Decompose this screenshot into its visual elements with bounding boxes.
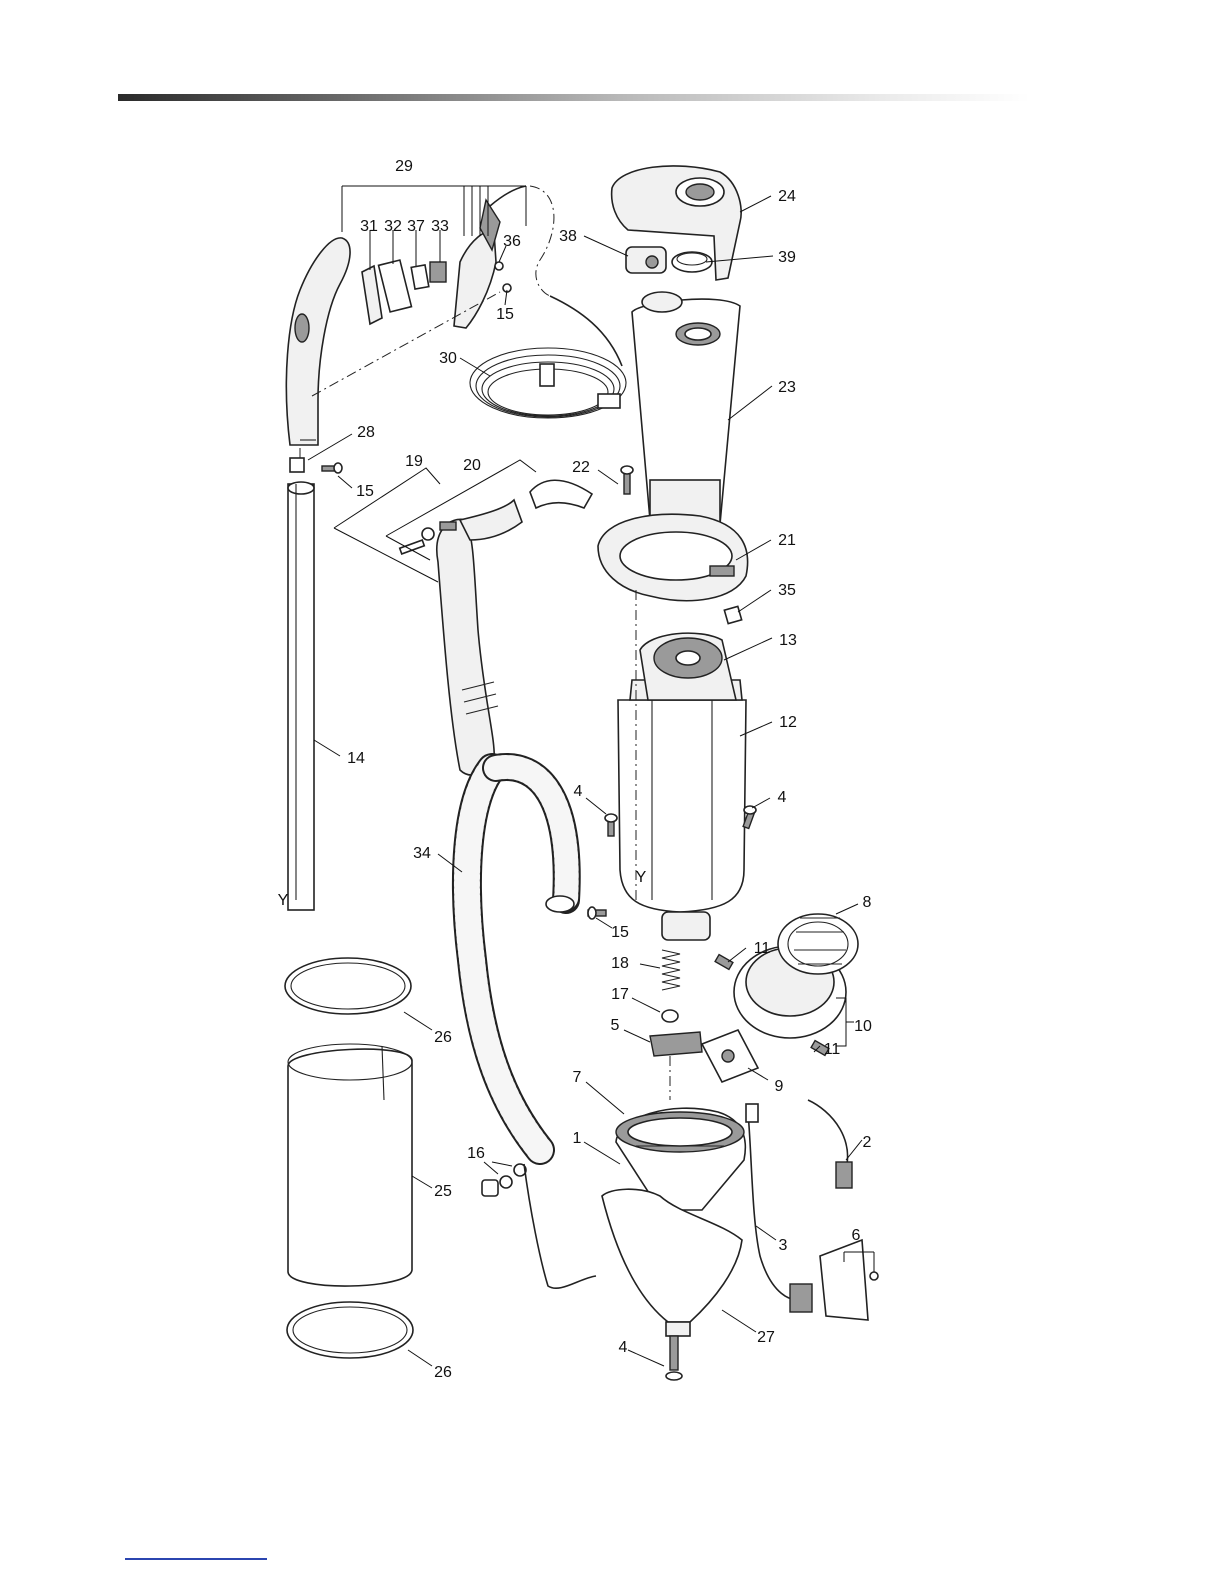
callout-5: 5 xyxy=(611,1017,620,1034)
callout-16: 16 xyxy=(467,1145,485,1162)
callout-31: 31 xyxy=(360,218,378,235)
switch-38-drawing xyxy=(626,247,712,273)
callout-36: 36 xyxy=(503,233,521,250)
callout-17: 17 xyxy=(611,986,629,1003)
callout-18: 18 xyxy=(611,955,629,972)
callout-26-upper: 26 xyxy=(434,1029,452,1046)
callout-28: 28 xyxy=(357,424,375,441)
handle-grip-drawing xyxy=(286,238,350,445)
callout-33: 33 xyxy=(431,218,449,235)
motor-housing-drawing xyxy=(618,590,746,940)
callout-11-lower: 11 xyxy=(824,1041,841,1058)
callout-39: 39 xyxy=(778,249,796,266)
callout-32: 32 xyxy=(384,218,402,235)
bag-housing-drawing xyxy=(632,292,740,524)
callout-38: 38 xyxy=(559,228,577,245)
callout-4-left: 4 xyxy=(574,783,583,800)
callout-14: 14 xyxy=(347,750,365,767)
hose-handle-drawing xyxy=(400,480,592,775)
callout-1: 1 xyxy=(573,1130,582,1147)
bag-ring-drawing xyxy=(598,514,748,623)
callout-13: 13 xyxy=(779,632,797,649)
callout-10: 10 xyxy=(854,1018,872,1035)
callout-37: 37 xyxy=(407,218,425,235)
callout-3: 3 xyxy=(779,1237,788,1254)
callout-12: 12 xyxy=(779,714,797,731)
callout-4-right: 4 xyxy=(778,789,787,806)
callout-11-upper: 11 xyxy=(754,940,771,957)
callout-26-lower: 26 xyxy=(434,1364,452,1381)
callout-19: 19 xyxy=(405,453,423,470)
callout-9: 9 xyxy=(775,1078,784,1095)
callout-23: 23 xyxy=(778,379,796,396)
parts-illustration xyxy=(285,166,878,1380)
callout-22: 22 xyxy=(572,459,590,476)
callout-30: 30 xyxy=(439,350,457,367)
hose-drawing xyxy=(467,767,574,1150)
axis-mark-y-right: Y xyxy=(636,869,647,886)
callout-24: 24 xyxy=(778,188,796,205)
callout-34: 34 xyxy=(413,845,431,862)
callout-21: 21 xyxy=(778,532,796,549)
callout-8: 8 xyxy=(863,894,872,911)
callout-27: 27 xyxy=(757,1329,775,1346)
callout-6: 6 xyxy=(852,1227,861,1244)
wand-tube-drawing xyxy=(288,445,314,910)
callout-29: 29 xyxy=(395,158,413,175)
axis-mark-y-left: Y xyxy=(278,892,289,909)
callout-4-bottom: 4 xyxy=(619,1339,628,1356)
callout-2: 2 xyxy=(863,1134,872,1151)
callout-15-left: 15 xyxy=(356,483,374,500)
callout-15-top: 15 xyxy=(496,306,514,323)
spring-base-drawing xyxy=(650,950,702,1100)
bag-rings-drawing xyxy=(285,958,413,1358)
callout-20: 20 xyxy=(463,457,481,474)
callout-35: 35 xyxy=(778,582,796,599)
callout-25: 25 xyxy=(434,1183,452,1200)
callout-7: 7 xyxy=(573,1069,582,1086)
callout-15-lower: 15 xyxy=(611,924,629,941)
